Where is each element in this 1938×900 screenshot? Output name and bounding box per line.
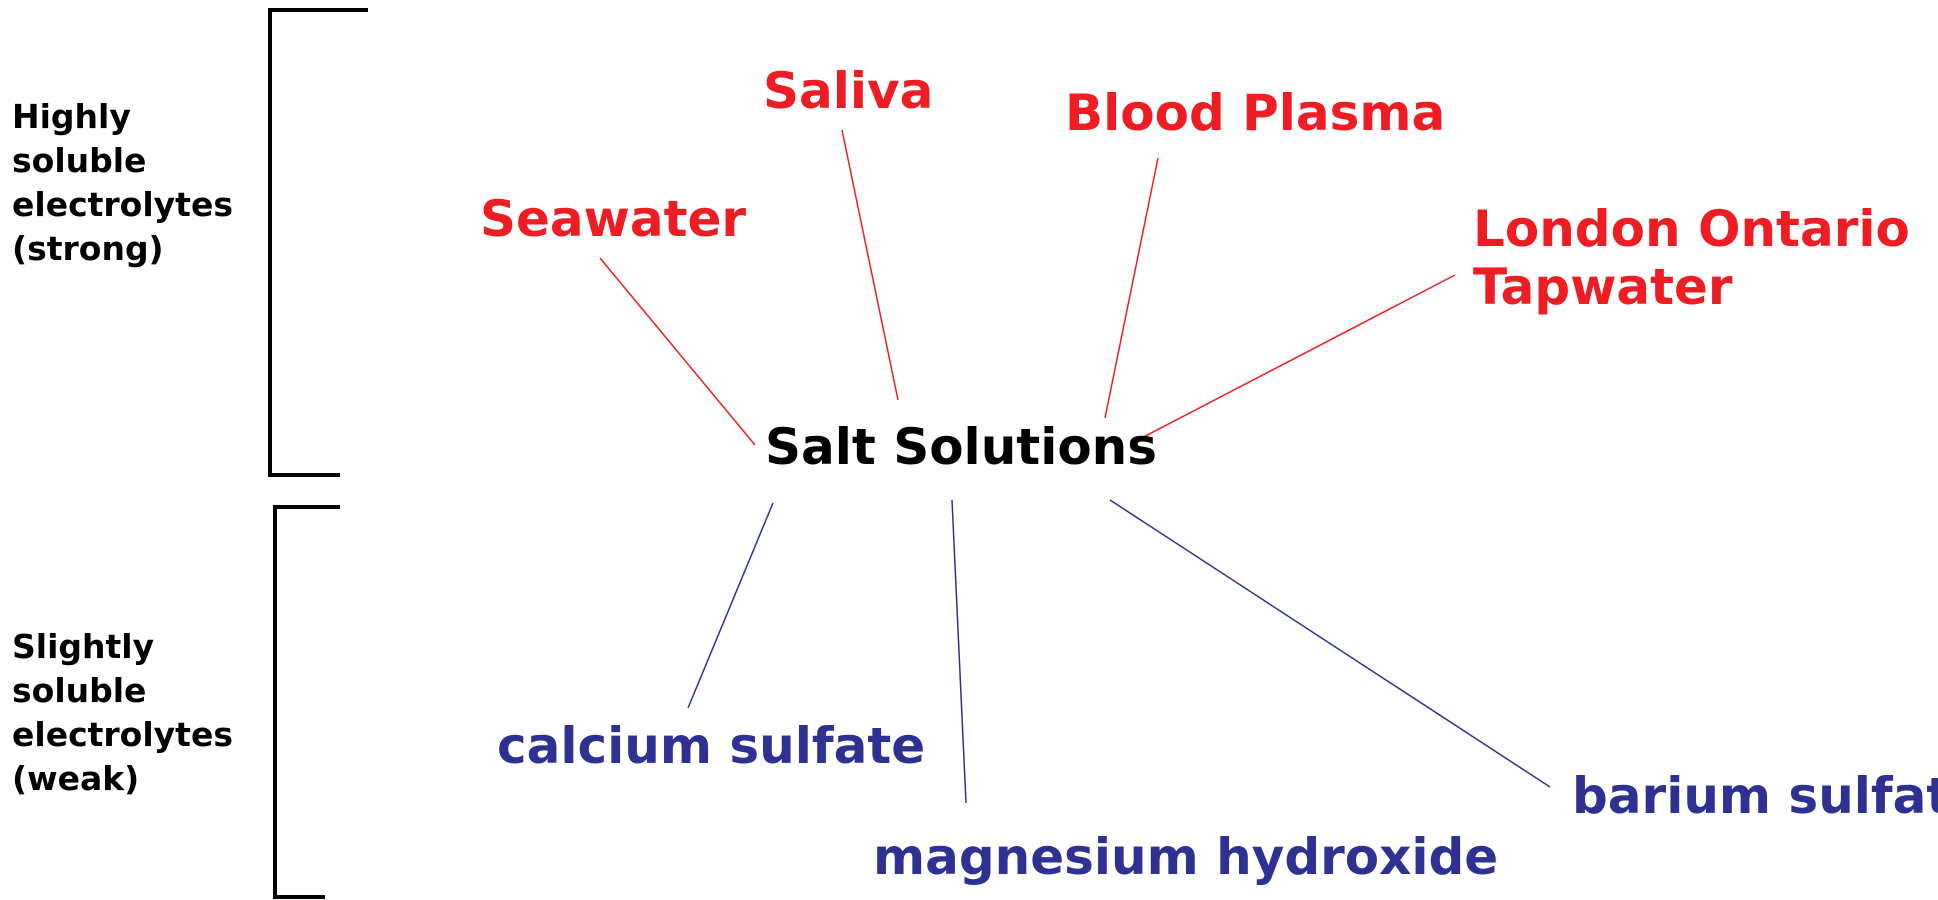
node-seawater-line: Seawater — [480, 190, 747, 248]
bracket-weak — [273, 505, 340, 899]
side-label-strong-line: electrolytes — [12, 185, 233, 224]
side-label-weak-line: soluble — [12, 671, 147, 710]
node-calcium-sulfate-line: calcium sulfate — [497, 717, 926, 775]
bracket-strong — [268, 8, 368, 477]
node-barium-sulfate-line: barium sulfate — [1572, 767, 1938, 825]
node-barium-sulfate: barium sulfate — [1572, 767, 1938, 825]
side-label-weak-line: Slightly — [12, 627, 155, 666]
connector-saliva — [841, 129, 899, 401]
connector-blood-plasma — [1104, 157, 1159, 419]
connector-seawater — [599, 257, 756, 446]
side-label-strong-line: (strong) — [12, 229, 164, 268]
side-label-strong-line: soluble — [12, 141, 147, 180]
node-blood-plasma-line: Blood Plasma — [1065, 84, 1446, 142]
node-seawater: Seawater — [480, 190, 746, 248]
connector-london-ontario-tapwater — [1131, 274, 1456, 444]
side-label-weak: Slightly soluble electrolytes (weak) — [12, 625, 233, 801]
node-london-ontario-tapwater-line: Tapwater — [1473, 258, 1733, 316]
node-london-ontario-tapwater-line: London Ontario — [1473, 200, 1910, 258]
side-label-weak-line: electrolytes — [12, 715, 233, 754]
node-london-ontario-tapwater: London Ontario Tapwater — [1473, 200, 1910, 316]
side-label-strong-line: Highly — [12, 97, 131, 136]
connector-calcium-sulfate — [687, 502, 774, 709]
node-magnesium-hydroxide: magnesium hydroxide — [873, 828, 1498, 886]
node-saliva-line: Saliva — [763, 62, 934, 120]
node-blood-plasma: Blood Plasma — [1065, 84, 1445, 142]
side-label-strong: Highly soluble electrolytes (strong) — [12, 95, 233, 271]
node-magnesium-hydroxide-line: magnesium hydroxide — [873, 828, 1499, 886]
side-label-weak-line: (weak) — [12, 759, 140, 798]
connector-magnesium-hydroxide — [951, 499, 967, 804]
node-saliva: Saliva — [763, 62, 933, 120]
connector-barium-sulfate — [1109, 499, 1551, 788]
center-node: Salt Solutions — [765, 418, 1158, 476]
node-calcium-sulfate: calcium sulfate — [497, 717, 925, 775]
